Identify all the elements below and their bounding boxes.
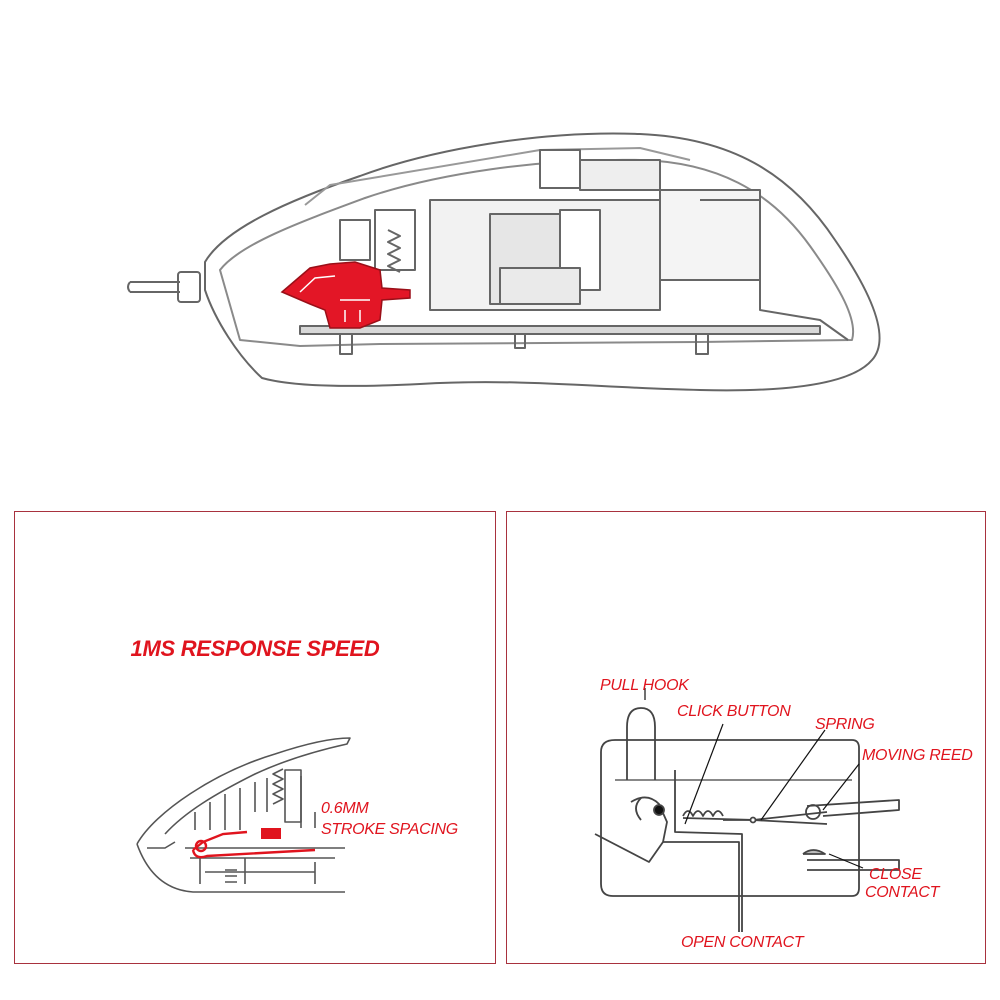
switch-stroke-diagram [136,737,351,893]
lower-contact [802,849,826,855]
upper-terminal [806,799,900,817]
red-micro-switch [280,261,411,329]
red-actuator [261,828,281,839]
pivot-ball [653,804,665,816]
shell-outline [136,737,351,845]
button-spring [387,229,401,273]
label-spring: SPRING [815,716,875,733]
label-close-contact-2: CONTACT [865,884,940,901]
cable-strain-relief [177,271,201,303]
mouse-cable [127,281,180,293]
response-speed-panel: 1MS RESPONSE SPEED 0.6MM STROKE SPACING [14,511,496,964]
switch-housing [600,739,860,897]
mouse-cutaway-illustration [127,132,881,392]
lower-terminal [807,859,900,871]
label-click-button: CLICK BUTTON [677,703,791,720]
mouse-pcb [299,325,821,335]
base-spring [225,869,237,883]
label-open-contact: OPEN CONTACT [681,934,804,951]
stroke-spacing-label: STROKE SPACING [321,821,458,838]
reed-contact-upper [805,804,821,820]
micro-switch-diagram [594,688,900,932]
label-close-contact-1: CLOSE [869,866,922,883]
label-pull-hook: PULL HOOK [600,677,689,694]
red-switch-detail [191,830,316,859]
spring-coils [682,810,758,821]
pull-hook [626,707,656,780]
mouse-outer-shell [204,132,881,392]
hook-lever [594,796,740,932]
stroke-value-label: 0.6MM [321,800,369,817]
switch-mechanism-panel: PULL HOOK CLICK BUTTON SPRING MOVING REE… [506,511,986,964]
inner-spring [272,768,284,805]
label-moving-reed: MOVING REED [862,747,973,764]
panel-title: 1MS RESPONSE SPEED [130,636,380,661]
